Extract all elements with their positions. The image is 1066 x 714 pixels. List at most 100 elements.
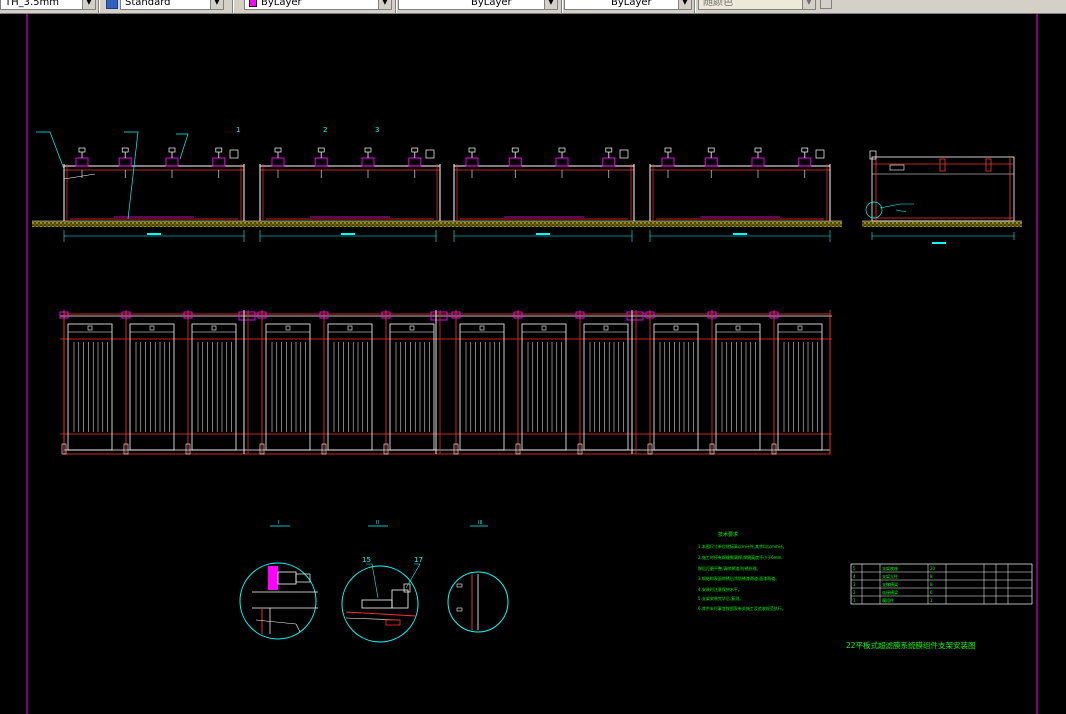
unit-outlet [479, 325, 485, 331]
note-5: 4.安装时注意保持水平。 [698, 586, 742, 592]
magenta-swatch-icon [249, 0, 257, 7]
bay-joint-fitting [626, 311, 644, 321]
drawing-title: 22平板式超滤膜系统膜组件支架安装图 [846, 640, 976, 650]
valve-head [664, 147, 672, 153]
unit-frame [459, 323, 505, 451]
plan-foot [577, 443, 583, 455]
table-cell: 1 [930, 598, 933, 603]
plot-style-value: 随颜色 [703, 0, 733, 8]
color-value: ByLayer [261, 0, 302, 8]
pipe-fitting [212, 157, 226, 167]
pipe-fitting [751, 157, 765, 167]
properties-toolbar: TH_3.5mm ▼ Standard ▼ ByLayer ▼ ByLayer … [0, 0, 1066, 14]
pipe-fitting [271, 157, 285, 167]
pipe-fitting [602, 157, 616, 167]
unit-frame [67, 323, 113, 451]
valve-head [274, 147, 282, 153]
membrane-unit [451, 310, 505, 455]
side-detail-circle [865, 201, 883, 219]
bay-joint-fitting [430, 311, 448, 321]
toolbar-button[interactable] [820, 0, 832, 9]
table-cell: 连接横梁 [882, 589, 898, 595]
valve-head [215, 147, 223, 153]
linetype-combo[interactable]: ByLayer ▼ [398, 0, 558, 10]
chevron-down-icon[interactable]: ▼ [210, 0, 223, 9]
note-3: 焊后打磨平整,清除焊渣,防锈处理。 [698, 565, 761, 571]
unit-outlet [211, 325, 217, 331]
ground-hatch [32, 221, 842, 227]
valve-head [121, 147, 129, 153]
color-combo[interactable]: ByLayer ▼ [244, 0, 392, 10]
pipe-fitting [555, 157, 569, 167]
unit-frame [777, 323, 823, 451]
notes-title: 技术要求 [718, 531, 738, 538]
valve-head [317, 147, 325, 153]
unit-outlet [87, 325, 93, 331]
table-cell: 3 [853, 582, 856, 587]
unit-frame [327, 323, 373, 451]
dim-style-value: Standard [125, 0, 171, 8]
membrane-unit [59, 310, 113, 455]
table-border [850, 563, 1033, 605]
unit-frame [191, 323, 237, 451]
elevation-bay [649, 147, 831, 221]
toolbar-separator [694, 0, 696, 13]
plan-foot [515, 443, 521, 455]
valve-head [605, 147, 613, 153]
membrane-unit [645, 310, 699, 455]
side-elevation [862, 150, 1022, 244]
table-cell: 支架底座 [882, 565, 898, 571]
drawing-canvas[interactable]: 1 2 3 I I [0, 14, 1066, 714]
valve-head [168, 147, 176, 153]
table-cell: 2 [853, 590, 856, 595]
text-style-value: TH_3.5mm [5, 0, 60, 8]
elevation-bay [259, 147, 441, 221]
chevron-down-icon[interactable]: ▼ [544, 0, 557, 9]
dim-style-combo[interactable]: Standard ▼ [120, 0, 224, 10]
detail-callout-15: 15 [362, 556, 371, 564]
table-cell: 20 [930, 566, 936, 571]
table-cell: 8 [930, 582, 933, 587]
chevron-down-icon[interactable]: ▼ [82, 0, 95, 9]
note-4: 3.钢结构表面除锈后涂防锈漆两道,面漆两道。 [698, 575, 779, 581]
detail-callout-17: 17 [414, 556, 423, 564]
end-fitting [619, 149, 629, 159]
elevation-callout-3: 3 [375, 126, 379, 134]
detail-views: I II III 15 17 [239, 520, 509, 643]
side-ground-hatch [862, 221, 1022, 227]
valve-head [411, 147, 419, 153]
valve-head [707, 147, 715, 153]
dim-style-icon[interactable] [106, 0, 118, 9]
plan-foot [709, 443, 715, 455]
elevation-bays [63, 147, 831, 221]
dimension-text-mark [536, 233, 550, 235]
unit-outlet [541, 325, 547, 331]
detail-circle-2 [341, 565, 419, 643]
plot-style-combo[interactable]: 随颜色 ▼ [698, 0, 816, 10]
lineweight-combo[interactable]: ByLayer ▼ [564, 0, 692, 10]
chevron-down-icon[interactable]: ▼ [678, 0, 691, 9]
unit-frame [583, 323, 629, 451]
chevron-down-icon[interactable]: ▼ [378, 0, 391, 9]
unit-frame [129, 323, 175, 451]
lineweight-value: ByLayer [611, 0, 652, 8]
text-style-combo[interactable]: TH_3.5mm ▼ [0, 0, 96, 10]
valve-head [78, 147, 86, 153]
table-cell: 支撑横梁 [882, 581, 898, 587]
valve-head [364, 147, 372, 153]
chevron-down-icon[interactable]: ▼ [802, 0, 815, 9]
elevation-callout-2: 2 [323, 126, 327, 134]
dimension-text-mark [733, 233, 747, 235]
unit-frame [715, 323, 761, 451]
toolbar-separator [561, 0, 563, 13]
table-cell: 4 [853, 574, 856, 579]
unit-outlet [797, 325, 803, 331]
membrane-unit [257, 310, 311, 455]
detail-circle-3 [447, 571, 509, 633]
brace [63, 173, 96, 180]
valve-head [468, 147, 476, 153]
valve-head [511, 147, 519, 153]
unit-outlet [347, 325, 353, 331]
plan-foot [259, 443, 265, 455]
